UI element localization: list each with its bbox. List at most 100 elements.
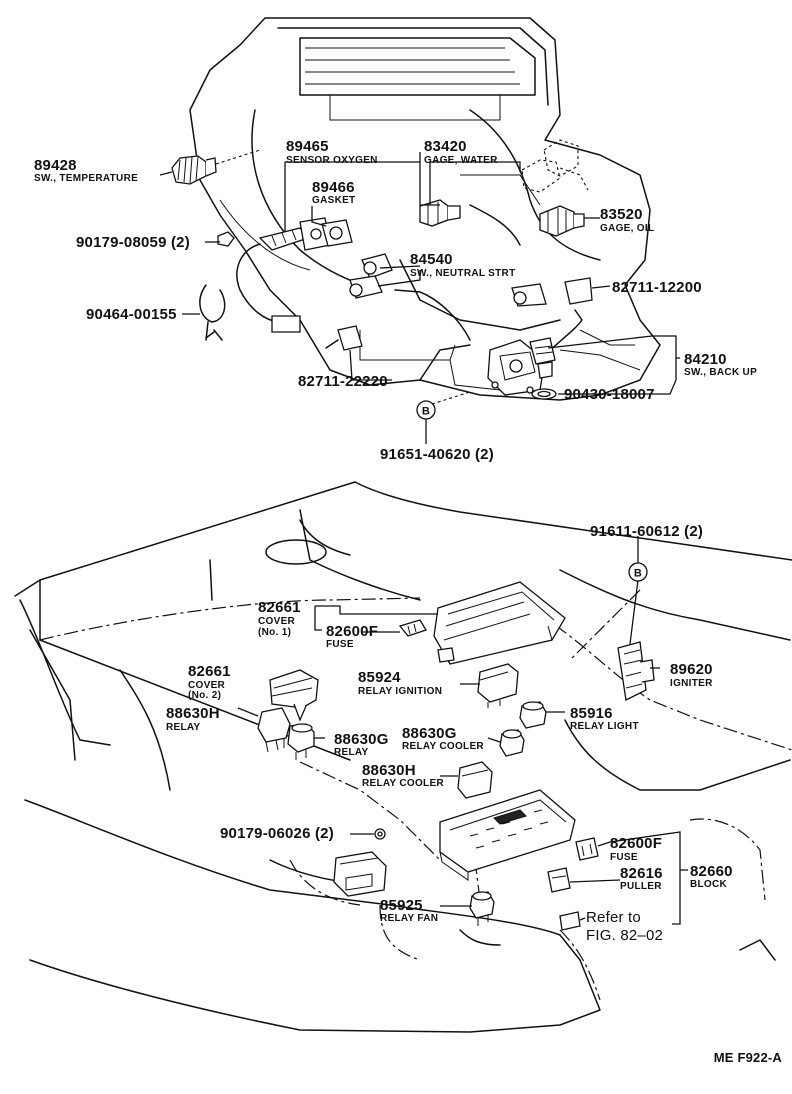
callout-90179-08059: 90179-08059 (2) [76, 234, 190, 251]
callout-number: 82661 [258, 599, 301, 616]
connector-82711-b [349, 275, 383, 299]
callout-number: 89620 [670, 661, 713, 678]
gasket [321, 219, 353, 247]
callout-82600f-a: 82600F FUSE [326, 623, 378, 650]
callout-85925: 85925 RELAY FAN [380, 897, 438, 924]
callout-85924: 85924 RELAY IGNITION [358, 669, 442, 697]
leader-lines [159, 149, 688, 925]
callout-82711-12200: 82711-12200 [612, 279, 702, 296]
fuse-cover-no1 [433, 581, 566, 665]
callout-90430: 90430-18007 [564, 386, 655, 403]
callout-description: SW., TEMPERATURE [34, 173, 138, 184]
water-gage [419, 199, 461, 227]
dash-lines [39, 589, 792, 1001]
temperature-switch [171, 155, 217, 185]
callout-85916: 85916 RELAY LIGHT [570, 705, 639, 732]
relay-cooler-88630h [457, 761, 493, 799]
relay-fan [469, 891, 495, 926]
callout-refer-to: Refer to FIG. 82–02 [586, 909, 663, 944]
callout-82661-no1: 82661 COVER (No. 1) [258, 599, 301, 638]
callout-description: SW., BACK UP [684, 367, 757, 378]
callout-number: 82661 [188, 663, 231, 680]
callout-description: GASKET [312, 195, 355, 206]
grommet-82711 [325, 325, 363, 351]
connector-82711-a [361, 253, 393, 279]
callout-number: 91611-60612 (2) [590, 523, 703, 540]
callout-description-2: (No. 2) [188, 690, 221, 701]
figure-code: ME F922-A [714, 1050, 783, 1065]
callout-description: RELAY COOLER [402, 741, 484, 752]
callout-number: 91651-40620 (2) [380, 446, 494, 463]
callout-description: RELAY [334, 747, 369, 758]
callout-description: SENSOR OXYGEN [286, 155, 378, 166]
callout-description: RELAY FAN [380, 913, 438, 924]
water-gage-dotted [521, 139, 589, 193]
clamp-90464 [199, 284, 226, 341]
neutral-start-switch [394, 289, 583, 396]
callout-description: RELAY LIGHT [570, 721, 639, 732]
callout-number: 82600F [326, 623, 378, 640]
relay-88630g-a [287, 723, 315, 760]
relay-88630h [257, 707, 291, 753]
callout-82711-22220: 82711-22220 [298, 373, 388, 390]
callout-91611: 91611-60612 (2) [590, 523, 703, 540]
callout-number: 83520 [600, 206, 643, 223]
callout-number: 89465 [286, 138, 329, 155]
battery-box [333, 851, 387, 897]
callout-description-2: (No. 1) [258, 627, 291, 638]
fuse-refer [559, 911, 581, 931]
relay-ignition [477, 663, 519, 708]
callout-number: 90430-18007 [564, 386, 655, 403]
callout-number: 83420 [424, 138, 467, 155]
callout-number: 82616 [620, 865, 663, 882]
callout-description: RELAY COOLER [362, 778, 444, 789]
callout-number: 88630H [166, 705, 220, 722]
callout-description: GAGE, WATER [424, 155, 498, 166]
callout-number: 88630G [334, 731, 389, 748]
fuse-82600-a [398, 619, 427, 637]
callout-number: 82711-12200 [612, 279, 702, 296]
callout-82616: 82616 PULLER [620, 865, 663, 892]
callout-number: 90464-00155 [86, 306, 177, 323]
callout-88630h-relay-cooler: 88630H RELAY COOLER [362, 762, 444, 789]
puller [547, 867, 571, 893]
callout-90464: 90464-00155 [86, 306, 177, 323]
ref-circle-b-bottom-label: B [634, 568, 642, 580]
callout-number: 88630G [402, 725, 457, 742]
callout-number: 90179-06026 (2) [220, 825, 334, 842]
callout-82661-no2: 82661 COVER (No. 2) [188, 663, 231, 701]
callout-84210: 84210 SW., BACK UP [684, 351, 757, 378]
callout-number: 85924 [358, 669, 401, 686]
callout-number: 82711-22220 [298, 373, 388, 390]
callout-number: 85916 [570, 705, 613, 722]
callout-description: IGNITER [670, 678, 713, 689]
callout-description: RELAY [166, 722, 201, 733]
oil-gage [539, 205, 585, 237]
backup-switch [529, 337, 556, 379]
ref-circle-b-bottom: B [628, 562, 648, 582]
fuse-82600-b [575, 837, 599, 861]
callout-88630g-relay: 88630G RELAY [334, 731, 389, 758]
callout-number: 85925 [380, 897, 423, 914]
callout-description: BLOCK [690, 879, 728, 890]
bolt-90179 [217, 231, 235, 247]
callout-89620: 89620 IGNITER [670, 661, 713, 689]
callout-89428: 89428 SW., TEMPERATURE [34, 157, 138, 184]
fuse-cover-no2 [269, 669, 319, 722]
callout-number: 84540 [410, 251, 453, 268]
callout-number: 90179-08059 (2) [76, 234, 190, 251]
relay-88630g-b [499, 729, 525, 757]
junction-block [439, 789, 576, 881]
callout-number: 88630H [362, 762, 416, 779]
callout-90179-06026: 90179-06026 (2) [220, 825, 334, 842]
callout-82660: 82660 BLOCK [690, 863, 733, 890]
callout-83520: 83520 GAGE, OIL [600, 206, 654, 234]
callout-83420: 83420 GAGE, WATER [424, 138, 498, 166]
callout-number: 84210 [684, 351, 727, 368]
bolt-90179-06026 [374, 828, 386, 840]
callout-description: COVER [188, 680, 226, 691]
relay-light [519, 701, 547, 729]
callout-number: 82660 [690, 863, 733, 880]
callout-description: FUSE [610, 852, 638, 863]
